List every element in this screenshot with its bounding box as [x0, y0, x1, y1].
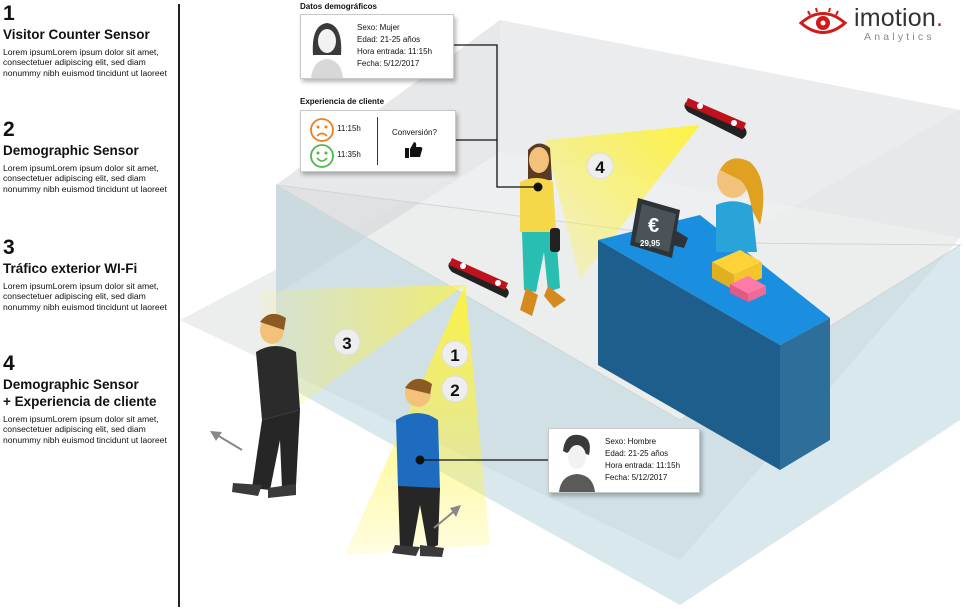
brand-tagline: Analytics	[864, 31, 935, 43]
section-body: Lorem ipsumLorem ipsum dolor sit amet, c…	[3, 163, 167, 194]
sensor-beam-top	[545, 125, 700, 280]
demographic-card-man: Sexo: Hombre Edad: 21-25 años Hora entra…	[548, 428, 700, 493]
marker-2-label: 2	[450, 381, 459, 400]
connector-top-cards	[453, 44, 498, 141]
price-label: 29,95	[640, 239, 661, 248]
demo-man-line-sex: Sexo: Hombre	[605, 437, 657, 446]
section-title: Tráfico exterior WI-Fi	[3, 261, 138, 276]
arrow-exit-head	[210, 431, 222, 441]
brand-dot: .	[936, 4, 944, 32]
marker-2	[441, 375, 469, 403]
section-body: Lorem ipsumLorem ipsum dolor sit amet, c…	[3, 281, 167, 312]
box-yellow	[712, 250, 762, 275]
box-yellow-side	[712, 262, 734, 290]
marker-4	[586, 152, 614, 180]
eye-logo-icon	[798, 7, 848, 34]
demographic-card-woman: Sexo: Mujer Edad: 21-25 años Hora entrad…	[300, 14, 454, 79]
demo-line-entry: Hora entrada: 11:15h	[357, 47, 433, 56]
box-pink-side	[730, 284, 748, 302]
cashier	[716, 158, 764, 252]
sensor-beam-wifi	[258, 285, 465, 430]
connector-dot-man	[415, 455, 425, 465]
connector-woman	[496, 140, 538, 188]
woman-avatar-icon	[311, 23, 343, 78]
section-demographic: 2 Demographic Sensor Lorem ipsumLorem ip…	[3, 118, 173, 194]
pos-terminal	[630, 198, 688, 258]
marker-4-label: 4	[595, 158, 605, 177]
experience-card: 11:15h 11:35h Conversión?	[300, 110, 456, 172]
happy-face-icon	[310, 144, 334, 168]
counter-side	[780, 318, 830, 470]
section-title-2: + Experiencia de cliente	[3, 394, 157, 409]
section-title: Demographic Sensor	[3, 143, 139, 158]
time-sad: 11:15h	[337, 124, 361, 133]
box-pink	[730, 276, 766, 294]
sad-face-icon	[310, 118, 334, 142]
man-avatar-icon	[559, 434, 595, 492]
section-visitor-counter: 1 Visitor Counter Sensor Lorem ipsumLore…	[3, 2, 173, 78]
marker-3	[333, 328, 361, 356]
euro-symbol: €	[648, 215, 659, 237]
brand-wordmark: imotion.	[854, 4, 943, 33]
man-suit	[232, 313, 300, 498]
demo-line-age: Edad: 21-25 años	[357, 35, 421, 44]
experience-divider	[377, 117, 378, 165]
experience-caption: Experiencia de cliente	[300, 97, 385, 106]
section-number: 1	[3, 2, 15, 25]
section-number: 2	[3, 118, 15, 141]
section-wifi-traffic: 3 Tráfico exterior WI-Fi Lorem ipsumLore…	[3, 236, 173, 312]
conversion-label: Conversión?	[392, 128, 437, 137]
imotion-logo: imotion. Analytics	[798, 4, 960, 46]
section-number: 4	[3, 352, 15, 375]
section-number: 3	[3, 236, 15, 259]
demo-man-line-entry: Hora entrada: 11:15h	[605, 461, 681, 470]
marker-3-label: 3	[342, 334, 351, 353]
counter-front	[598, 240, 780, 470]
man-blue-jacket	[392, 378, 444, 557]
thumbs-up-icon	[405, 142, 423, 158]
sensor-device-counter	[684, 98, 747, 139]
section-body: Lorem ipsumLorem ipsum dolor sit amet, c…	[3, 47, 167, 78]
divider	[178, 4, 180, 607]
demo-line-sex: Sexo: Mujer	[357, 23, 400, 32]
sensor-device-entrance	[448, 258, 509, 298]
time-happy: 11:35h	[337, 150, 361, 159]
demo-line-date: Fecha: 5/12/2017	[357, 59, 420, 68]
brand-name: imotion	[854, 4, 936, 32]
sidebar: 1 Visitor Counter Sensor Lorem ipsumLore…	[0, 0, 178, 611]
arrow-enter-head	[450, 505, 461, 517]
box-pink-front	[748, 286, 766, 302]
section-title: Visitor Counter Sensor	[3, 27, 150, 42]
woman-shopper	[520, 143, 566, 316]
marker-1-label: 1	[450, 346, 459, 365]
marker-1	[441, 340, 469, 368]
demo-man-line-date: Fecha: 5/12/2017	[605, 473, 668, 482]
demographic-caption: Datos demográficos	[300, 2, 377, 11]
connector-dot-woman	[533, 182, 543, 192]
section-title: Demographic Sensor	[3, 377, 139, 392]
section-body: Lorem ipsumLorem ipsum dolor sit amet, c…	[3, 414, 167, 445]
section-demographic-experience: 4 Demographic Sensor + Experiencia de cl…	[3, 352, 173, 445]
demo-man-line-age: Edad: 21-25 años	[605, 449, 669, 458]
